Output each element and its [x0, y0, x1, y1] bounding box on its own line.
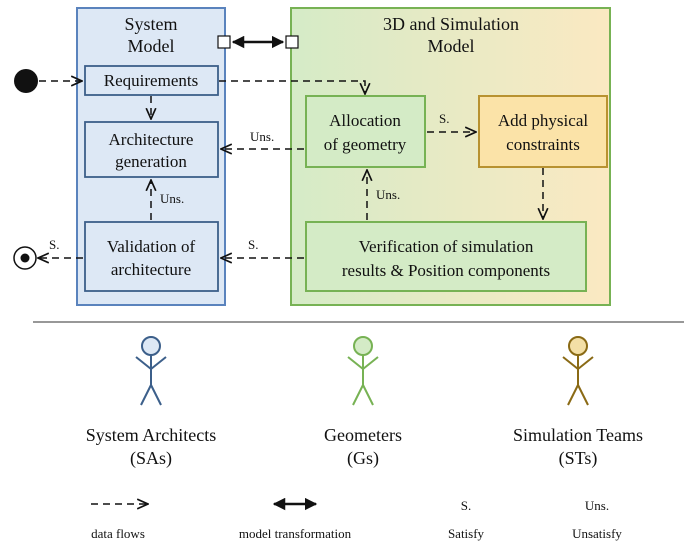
model-transformation-link [217, 35, 299, 49]
constraints-label-line2: constraints [506, 135, 580, 154]
legend: data flows model transformation S. Satis… [91, 497, 622, 541]
architecture-generation-box: Architecture generation [84, 121, 219, 178]
legend-unsatisfy: Unsatisfy [572, 526, 622, 541]
architecture-label-line2: generation [115, 152, 187, 171]
legend-satisfy-symbol: S. [461, 498, 471, 513]
verification-label-line1: Verification of simulation [359, 237, 534, 256]
actor-simulation-teams [562, 336, 594, 406]
architecture-label-line1: Architecture [109, 130, 194, 149]
legend-unsatisfy-symbol: Uns. [585, 498, 609, 513]
legend-satisfy: Satisfy [448, 526, 485, 541]
actor-gs-name: Geometers [324, 425, 402, 445]
allocation-label-line1: Allocation [329, 111, 401, 130]
flow-requirements-to-allocation [219, 80, 365, 94]
actor-gs-abbr: (Gs) [347, 448, 379, 469]
validation-box: Validation of architecture [84, 221, 219, 292]
constraints-label-line1: Add physical [498, 111, 588, 130]
actor-sts-name: Simulation Teams [513, 425, 643, 445]
end-node [13, 246, 37, 270]
actor-geometers [347, 336, 379, 406]
requirements-box: Requirements [84, 65, 219, 96]
system-model-title-line2: Model [128, 36, 175, 56]
actor-sas-name: System Architects [86, 425, 216, 445]
data-flow-arrows [38, 81, 543, 258]
simulation-team-head-icon [568, 336, 588, 356]
legend-model-transformation: model transformation [239, 526, 352, 541]
allocation-box: Allocation of geometry [305, 95, 426, 168]
s-label-final: S. [49, 237, 59, 252]
simulation-model-title-line2: Model [428, 36, 475, 56]
geometer-head-icon [353, 336, 373, 356]
actor-system-architects [135, 336, 167, 406]
uns-label-architecture: Uns. [250, 129, 274, 144]
system-architect-head-icon [141, 336, 161, 356]
verification-label-line2: results & Position components [342, 261, 550, 280]
simulation-model-title-line1: 3D and Simulation [383, 14, 519, 34]
verification-box: Verification of simulation results & Pos… [305, 221, 587, 292]
legend-data-flows: data flows [91, 526, 145, 541]
validation-label-line2: architecture [111, 260, 191, 279]
requirements-label: Requirements [104, 71, 198, 90]
system-model-title-line1: System [124, 14, 177, 34]
validation-label-line1: Validation of [107, 237, 196, 256]
actor-sas-abbr: (SAs) [130, 448, 172, 469]
uns-label-allocation: Uns. [376, 187, 400, 202]
actor-sts-abbr: (STs) [559, 448, 598, 469]
port-system-model [217, 35, 231, 49]
allocation-label-line2: of geometry [324, 135, 407, 154]
physical-constraints-box: Add physical constraints [478, 95, 608, 168]
port-simulation-model [285, 35, 299, 49]
s-label-constraints: S. [439, 111, 449, 126]
s-label-validation: S. [248, 237, 258, 252]
start-node [14, 69, 38, 93]
uns-label-verification: Uns. [160, 191, 184, 206]
